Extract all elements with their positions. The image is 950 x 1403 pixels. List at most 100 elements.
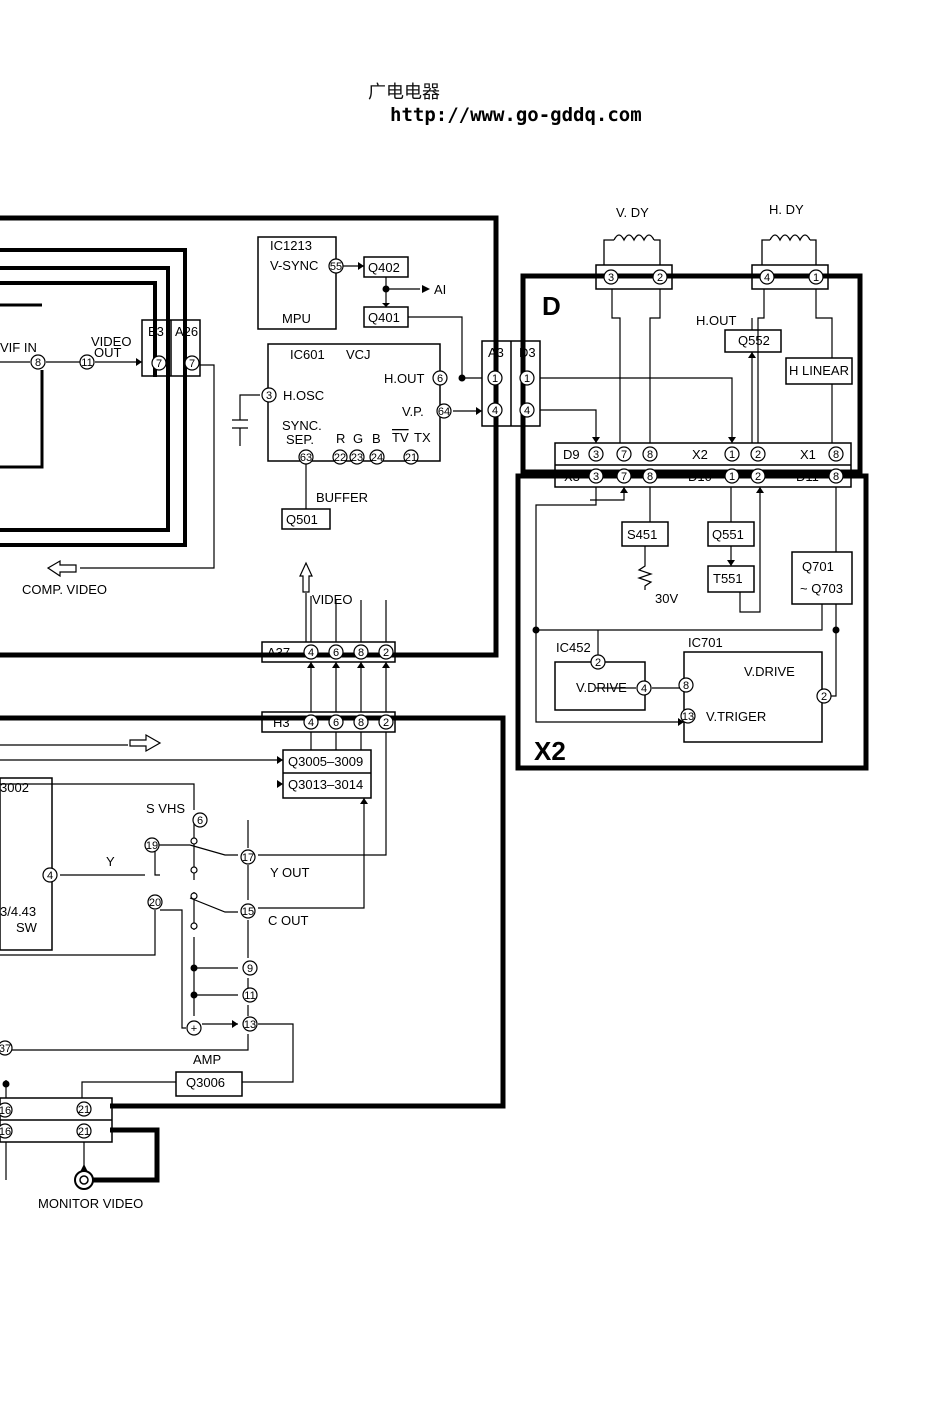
pin-hdy-1: 1 — [813, 272, 819, 284]
label-ic452: IC452 — [556, 640, 591, 655]
pin-d3-1: 1 — [524, 373, 530, 385]
pin-ic701-2: 2 — [821, 691, 827, 703]
q3006-box — [175, 1071, 243, 1097]
label-tv: TV — [392, 430, 409, 445]
pin-7a: 7 — [156, 358, 162, 370]
pin-d10-1: 1 — [729, 471, 735, 483]
q552-box — [724, 329, 782, 353]
label-h-osc: H.OSC — [283, 388, 324, 403]
label-d11: D11 — [796, 469, 819, 484]
main-board-outline — [0, 215, 499, 658]
vif-frame-inner — [0, 281, 157, 377]
pin-ic452-4: 4 — [641, 683, 647, 695]
site-url: http://www.go-gddq.com — [390, 104, 642, 126]
label-h-linear: H LINEAR — [789, 363, 849, 378]
label-comp-video: COMP. VIDEO — [22, 582, 107, 597]
pin-a3-4: 4 — [492, 405, 498, 417]
label-buffer: BUFFER — [316, 490, 368, 505]
ic1213-box — [257, 236, 337, 330]
label-b: B — [372, 431, 381, 446]
label-v-drive-2: V.DRIVE — [744, 664, 795, 679]
pin-21: 21 — [405, 452, 417, 464]
label-d9: D9 — [563, 447, 580, 462]
v-dy-coil — [613, 234, 655, 242]
pin-ic701-8: 8 — [683, 680, 689, 692]
label-s451: S451 — [627, 527, 657, 542]
label-t551: T551 — [713, 571, 743, 586]
pin-d3-4: 4 — [524, 405, 530, 417]
pin-ic701-13: 13 — [682, 711, 694, 723]
label-vif-in: VIF IN — [0, 340, 37, 355]
pin-l-16a: 16 — [0, 1105, 11, 1117]
pin-23: 23 — [351, 452, 363, 464]
h3-connector — [261, 711, 396, 733]
pin-x3-7: 7 — [621, 471, 627, 483]
label-x1: X1 — [800, 447, 816, 462]
label-tx: TX — [414, 430, 431, 445]
label-d10: D10 — [688, 469, 712, 484]
label-q401: Q401 — [368, 310, 400, 325]
pin-3: 3 — [266, 390, 272, 402]
pin-sv-11: 11 — [244, 990, 255, 1002]
pin-a3-1: 1 — [492, 373, 498, 385]
a37-connector — [261, 641, 396, 663]
vif-inner-box — [0, 303, 44, 469]
hdy-connector — [751, 264, 829, 290]
pin-sv-13: 13 — [244, 1019, 256, 1031]
label-b3: B3 — [148, 324, 164, 339]
label-mpu: MPU — [282, 311, 311, 326]
h-linear-box — [785, 357, 853, 385]
pin-64: 64 — [438, 406, 450, 418]
label-d3: D3 — [519, 345, 536, 360]
label-amp: AMP — [193, 1052, 221, 1067]
monitor-frame — [92, 1127, 160, 1183]
pin-63: 63 — [300, 452, 312, 464]
pin-x3-8: 8 — [647, 471, 653, 483]
pin-x2-1: 1 — [729, 449, 735, 461]
h-dy-coil — [769, 234, 811, 242]
label-q701: Q701 — [802, 559, 834, 574]
label-q3005: Q3005–3009 — [288, 754, 363, 769]
label-vp: V.P. — [402, 404, 424, 419]
vif-frame-mid — [0, 266, 170, 532]
label-q552: Q552 — [738, 333, 770, 348]
pin-d11-8: 8 — [833, 471, 839, 483]
label-q501: Q501 — [286, 512, 318, 527]
label-v-sync: V-SYNC — [270, 258, 318, 273]
label-y: Y — [106, 854, 115, 869]
pin-d9-3: 3 — [593, 449, 599, 461]
label-ic701: IC701 — [688, 635, 723, 650]
vdy-connector — [595, 264, 673, 290]
label-d-board: D — [542, 291, 561, 321]
label-ic3002: 3002 — [0, 780, 29, 795]
pin-sv-17: 17 — [242, 852, 254, 864]
ic3002-box — [0, 777, 53, 951]
pin-a37-2: 2 — [383, 647, 389, 659]
pin-l-16b: 16 — [0, 1126, 11, 1138]
label-vcj: VCJ — [346, 347, 371, 362]
label-g: G — [353, 431, 363, 446]
x2-board-outline — [515, 473, 869, 771]
label-h-dy: H. DY — [769, 202, 804, 217]
label-a3: A3 — [488, 345, 504, 360]
pin-d10-2: 2 — [755, 471, 761, 483]
label-video-out-2: OUT — [94, 345, 122, 360]
label-q3006: Q3006 — [186, 1075, 225, 1090]
label-h-out: H.OUT — [384, 371, 425, 386]
pin-x1-8: 8 — [833, 449, 839, 461]
pin-22: 22 — [334, 452, 346, 464]
pin-8: 8 — [35, 357, 41, 369]
label-a37: A37 — [267, 645, 290, 660]
pin-l-21b: 21 — [78, 1126, 90, 1138]
label-x2-board: X2 — [534, 736, 566, 766]
pin-sv-6: 6 — [197, 815, 203, 827]
label-monitor-video: MONITOR VIDEO — [38, 1196, 143, 1211]
label-v-triger: V.TRIGER — [706, 709, 766, 724]
lower-board-outline — [0, 715, 506, 1109]
label-h-out-d: H.OUT — [696, 313, 737, 328]
pin-h3-2: 2 — [383, 717, 389, 729]
label-video: VIDEO — [312, 592, 352, 607]
label-sep: SEP. — [286, 432, 314, 447]
